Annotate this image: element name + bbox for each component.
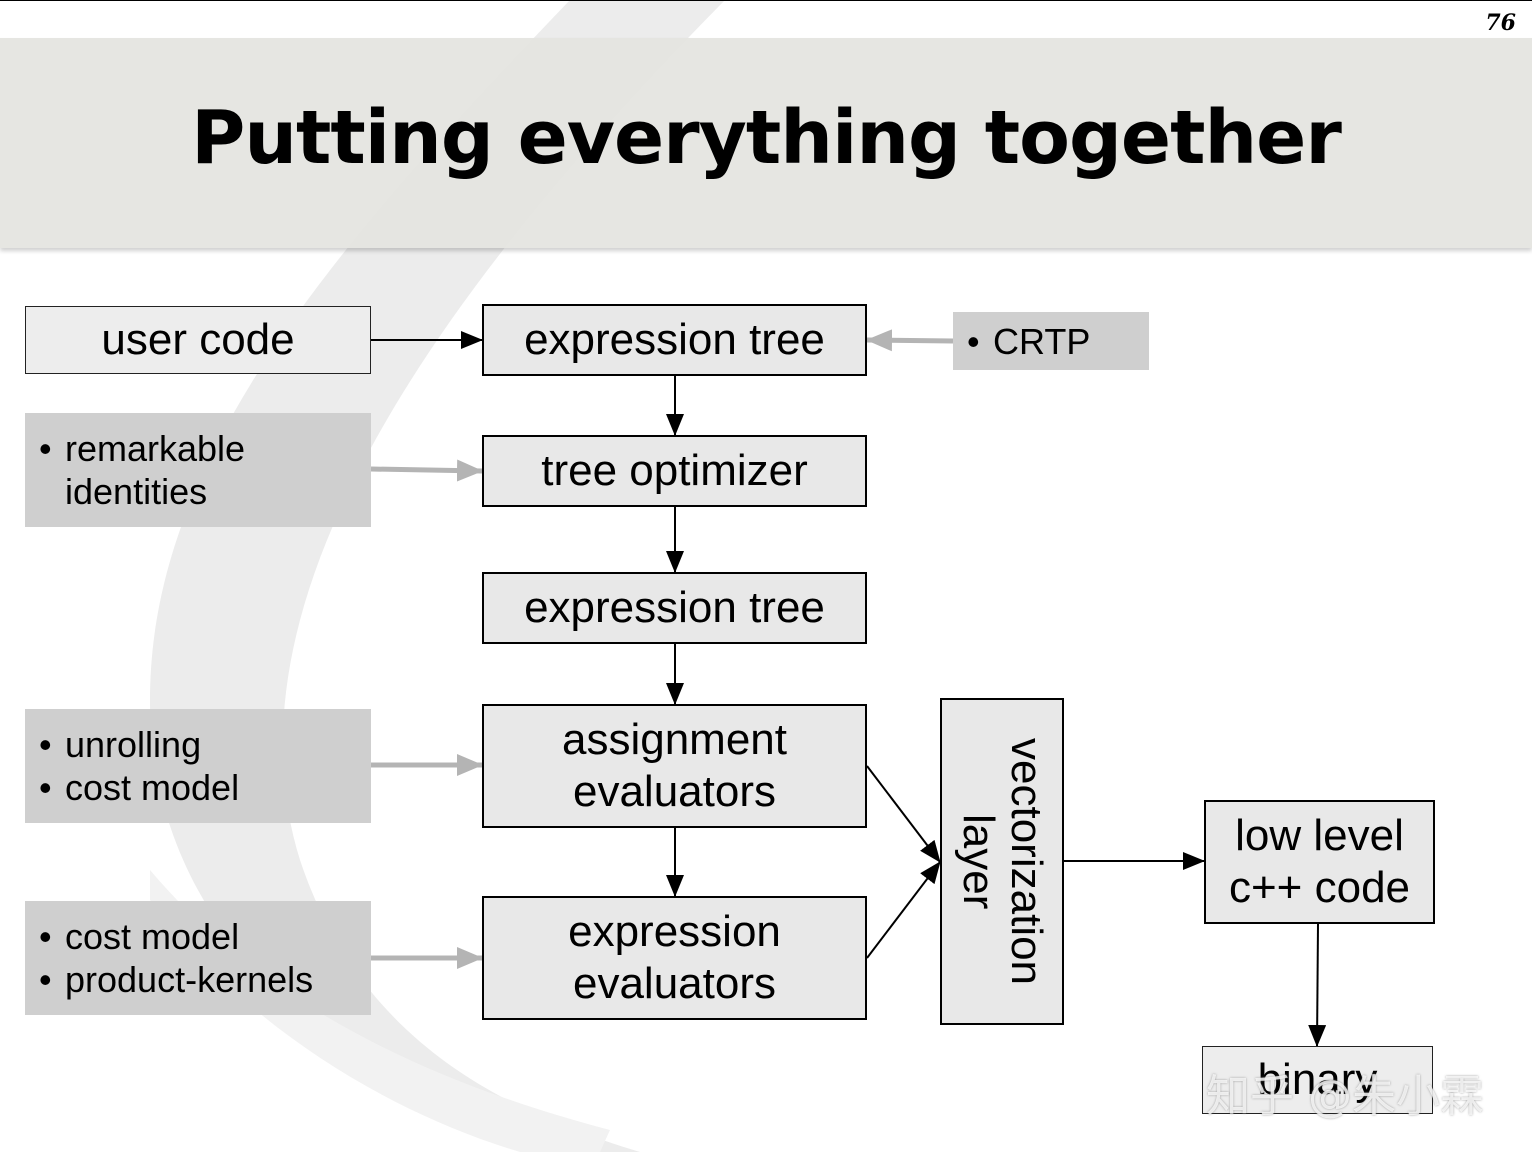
tree-optimizer-label: tree optimizer xyxy=(541,446,808,495)
expression-evaluators-box: expression evaluators xyxy=(482,896,867,1020)
low-level-code-label: low level c++ code xyxy=(1228,811,1411,912)
unrolling-note-item-1: unrolling xyxy=(39,723,359,766)
vectorization-layer-label: vectorization layer xyxy=(954,737,1051,985)
unrolling-note: unrolling cost model xyxy=(25,709,371,823)
unrolling-note-item-2: cost model xyxy=(39,766,359,809)
tree-optimizer-box: tree optimizer xyxy=(482,435,867,507)
low-level-code-box: low level c++ code xyxy=(1204,800,1435,924)
crtp-note-item: CRTP xyxy=(967,320,1137,363)
kernels-note-item-1: cost model xyxy=(39,915,359,958)
binary-label: binary xyxy=(1257,1055,1378,1104)
title-band xyxy=(0,38,1532,248)
optimized-expression-tree-label: expression tree xyxy=(524,583,825,632)
arrow-assignment-to-vectorization xyxy=(866,765,941,863)
identities-note: remarkable identities xyxy=(25,413,371,527)
watermark: 知乎 @朱小霖 xyxy=(1206,1071,1484,1122)
slide-number: 76 xyxy=(1485,10,1516,36)
assignment-evaluators-label: assignment evaluators xyxy=(561,715,787,816)
assignment-evaluators-box: assignment evaluators xyxy=(482,704,867,828)
top-rule xyxy=(0,0,1532,1)
arrow-low-level-code-to-binary xyxy=(1308,923,1327,1047)
vectorization-layer-box: vectorization layer xyxy=(940,698,1064,1025)
crtp-note: CRTP xyxy=(953,312,1149,370)
kernels-note: cost model product-kernels xyxy=(25,901,371,1015)
expression-evaluators-label: expression evaluators xyxy=(568,907,781,1008)
arrow-expression-evaluators-to-vectorization xyxy=(866,861,941,959)
user-code-box: user code xyxy=(25,306,371,374)
expression-tree-box: expression tree xyxy=(482,304,867,376)
kernels-note-item-2: product-kernels xyxy=(39,958,359,1001)
expression-tree-label: expression tree xyxy=(524,315,825,364)
user-code-label: user code xyxy=(101,315,295,364)
binary-box: binary xyxy=(1202,1046,1433,1114)
optimized-expression-tree-box: expression tree xyxy=(482,572,867,644)
arrow-crtp-to-expression-tree xyxy=(866,329,954,352)
identities-note-item: remarkable identities xyxy=(39,427,359,513)
slide-title: Putting everything together xyxy=(191,95,1342,181)
arrow-identities-to-optimizer xyxy=(370,459,483,482)
